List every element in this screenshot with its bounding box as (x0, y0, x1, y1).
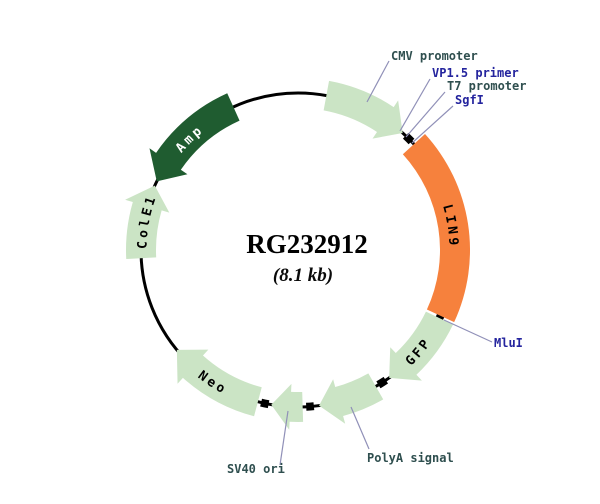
site-tick-sv40-neo-junction (260, 398, 270, 409)
callout-label-t7-promoter: T7 promoter (447, 79, 526, 93)
callout-label-polya-signal: PolyA signal (367, 451, 454, 465)
callout-label-sgfi: SgfI (455, 93, 484, 107)
callout-line-mlui (443, 319, 493, 343)
callout-line-sgfi (411, 105, 454, 144)
callout-label-sv40-ori: SV40 ori (227, 462, 285, 476)
feature-neo (176, 349, 262, 417)
plasmid-size-label: (8.1 kb) (273, 265, 333, 286)
feature-cole1 (125, 185, 170, 259)
site-tick-t7-sgfi-site (402, 132, 415, 145)
feature-sv40-ori (271, 383, 304, 430)
callout-label-cmv-promoter: CMV promoter (391, 49, 478, 63)
callout-line-sv40-ori (279, 410, 289, 466)
feature-amp (149, 93, 240, 182)
callout-line-cmv-promoter (366, 60, 390, 103)
feature-cmv-promoter (323, 80, 403, 139)
site-tick-gfp-polya-junction (376, 376, 389, 389)
callout-line-vp15-primer (399, 78, 431, 132)
feature-lin9 (402, 134, 471, 323)
callout-label-vp15-primer: VP1.5 primer (432, 66, 519, 80)
callout-line-t7-promoter (405, 91, 446, 138)
site-tick-polya-sv40-junction (305, 402, 315, 411)
feature-gfp (389, 311, 453, 381)
callout-label-mlui: MluI (494, 336, 523, 350)
plasmid-title: RG232912 (246, 229, 368, 259)
feature-polya (319, 373, 384, 424)
callout-line-polya-signal (350, 406, 370, 450)
